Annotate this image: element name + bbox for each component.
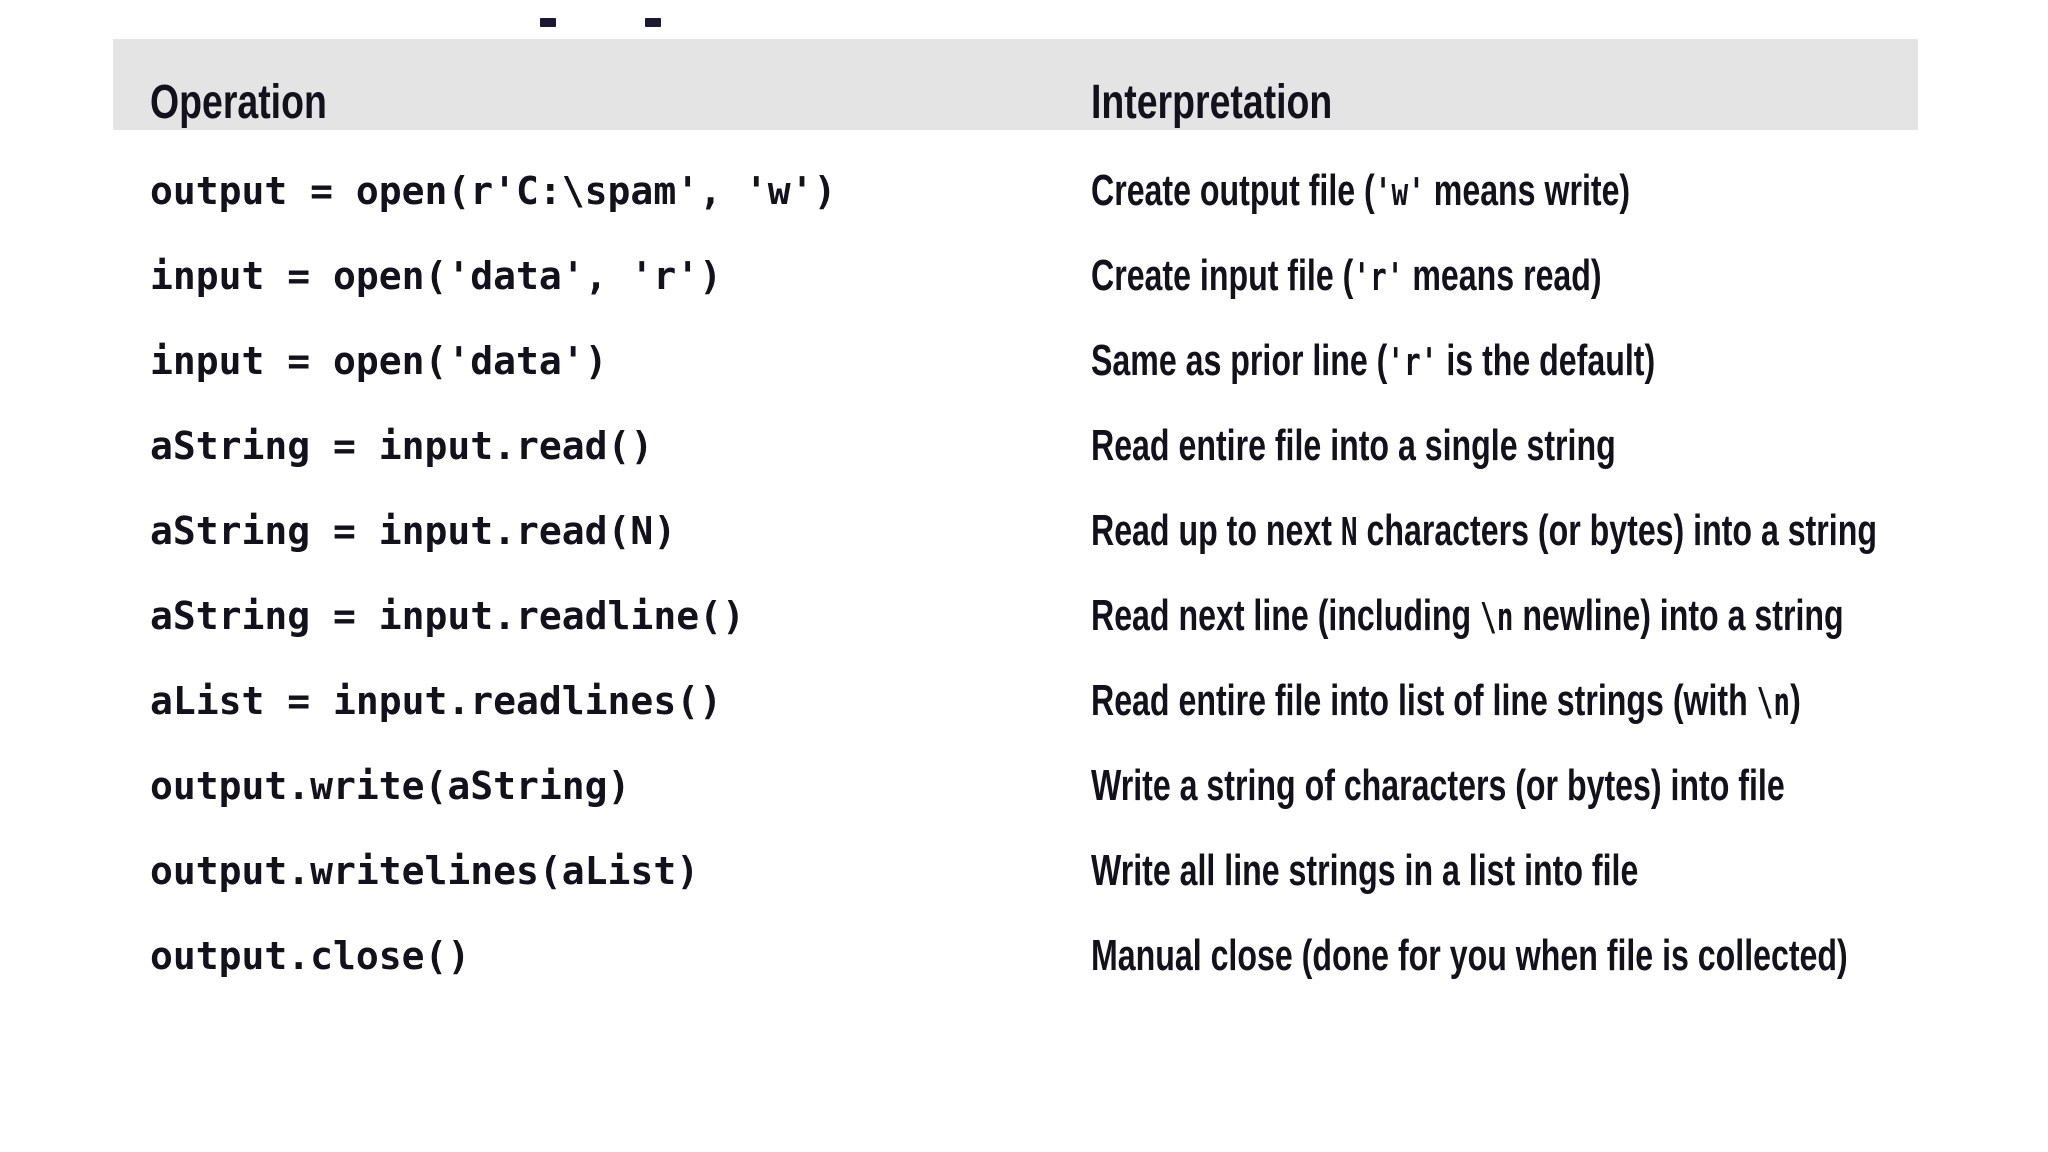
interpretation-text: Read entire file into list of line strin… — [1091, 675, 1801, 725]
interpretation-cell: Create output file ('w' means write) — [1091, 165, 1918, 215]
interpretation-text-segment: Write a string of characters (or bytes) … — [1091, 760, 1785, 810]
interpretation-cell: Same as prior line ('r' is the default) — [1091, 335, 1918, 385]
interpretation-text-segment: Same as prior line ( — [1091, 335, 1388, 385]
interpretation-code-segment: \n — [1756, 679, 1791, 724]
interpretation-text-segment: ) — [1790, 675, 1801, 725]
interpretation-text-segment: Write all line strings in a list into fi… — [1091, 845, 1639, 895]
operation-cell: input = open('data', 'r') — [150, 253, 722, 298]
file-operations-table: Operation Interpretation output = open(r… — [113, 39, 1918, 998]
interpretation-code-segment: 'r' — [1387, 339, 1438, 384]
interpretation-code-segment: 'w' — [1374, 169, 1425, 214]
interpretation-text: Read up to next N characters (or bytes) … — [1091, 505, 1877, 555]
table-row: aString = input.read() Read entire file … — [150, 403, 1918, 488]
operation-cell: aList = input.readlines() — [150, 678, 722, 723]
interpretation-code-segment: \n — [1480, 594, 1514, 639]
interpretation-text: Write all line strings in a list into fi… — [1091, 845, 1639, 895]
interpretation-text-segment: Read entire file into a single string — [1091, 420, 1616, 470]
interpretation-text: Same as prior line ('r' is the default) — [1091, 335, 1656, 385]
operation-cell: aString = input.readline() — [150, 593, 745, 638]
interpretation-cell: Read up to next N characters (or bytes) … — [1091, 505, 2048, 555]
interpretation-text-segment: newline) into a string — [1513, 590, 1844, 640]
operation-cell: aString = input.read() — [150, 423, 654, 468]
operation-cell: output.writelines(aList) — [150, 848, 700, 893]
table-header: Operation Interpretation — [113, 39, 1918, 130]
interpretation-text: Create output file ('w' means write) — [1091, 165, 1631, 215]
header-label-operation: Operation — [150, 75, 327, 129]
interpretation-cell: Read entire file into a single string — [1091, 420, 1918, 470]
operation-cell: output.write(aString) — [150, 763, 631, 808]
table-row: output.close() Manual close (done for yo… — [150, 913, 1918, 998]
interpretation-text-segment: means write) — [1424, 165, 1631, 215]
table-row: output.write(aString) Write a string of … — [150, 743, 1918, 828]
interpretation-cell: Read next line (including \n newline) in… — [1091, 590, 2048, 640]
operation-cell: input = open('data') — [150, 338, 608, 383]
table-row: input = open('data') Same as prior line … — [150, 318, 1918, 403]
header-cell-interpretation: Interpretation — [1091, 75, 1918, 129]
table-row: aString = input.readline() Read next lin… — [150, 573, 1918, 658]
interpretation-cell: Write a string of characters (or bytes) … — [1091, 760, 2041, 810]
cropped-caption-mark — [645, 18, 661, 27]
interpretation-code-segment: 'r' — [1353, 254, 1404, 299]
cropped-caption-mark — [540, 18, 556, 27]
interpretation-text-segment: is the default) — [1437, 335, 1656, 385]
interpretation-text-segment: means read) — [1403, 250, 1602, 300]
table-row: output.writelines(aList) Write all line … — [150, 828, 1918, 913]
interpretation-text: Write a string of characters (or bytes) … — [1091, 760, 1785, 810]
interpretation-cell: Read entire file into list of line strin… — [1091, 675, 2048, 725]
operation-cell: output.close() — [150, 933, 471, 978]
table-row: input = open('data', 'r') Create input f… — [150, 233, 1918, 318]
operation-cell: output = open(r'C:\spam', 'w') — [150, 168, 837, 213]
table-row: aList = input.readlines() Read entire fi… — [150, 658, 1918, 743]
interpretation-text-segment: Read entire file into list of line strin… — [1091, 675, 1757, 725]
table-row: output = open(r'C:\spam', 'w') Create ou… — [150, 148, 1918, 233]
interpretation-text-segment: Create output file ( — [1091, 165, 1375, 215]
interpretation-text: Create input file ('r' means read) — [1091, 250, 1602, 300]
interpretation-text-segment: Read up to next — [1091, 505, 1341, 555]
interpretation-text: Manual close (done for you when file is … — [1091, 930, 1848, 980]
interpretation-text-segment: Read next line (including — [1091, 590, 1481, 640]
interpretation-code-segment: N — [1340, 509, 1358, 554]
interpretation-text-segment: Create input file ( — [1091, 250, 1354, 300]
operation-cell: aString = input.read(N) — [150, 508, 677, 553]
header-label-interpretation: Interpretation — [1091, 75, 1333, 129]
interpretation-text: Read entire file into a single string — [1091, 420, 1616, 470]
table-row: aString = input.read(N) Read up to next … — [150, 488, 1918, 573]
interpretation-text-segment: characters (or bytes) into a string — [1357, 505, 1877, 555]
interpretation-cell: Create input file ('r' means read) — [1091, 250, 1918, 300]
interpretation-text-segment: Manual close (done for you when file is … — [1091, 930, 1848, 980]
interpretation-cell: Write all line strings in a list into fi… — [1091, 845, 1918, 895]
interpretation-cell: Manual close (done for you when file is … — [1091, 930, 2048, 980]
header-cell-operation: Operation — [150, 75, 1091, 129]
table-rows: output = open(r'C:\spam', 'w') Create ou… — [113, 130, 1918, 998]
interpretation-text: Read next line (including \n newline) in… — [1091, 590, 1844, 640]
